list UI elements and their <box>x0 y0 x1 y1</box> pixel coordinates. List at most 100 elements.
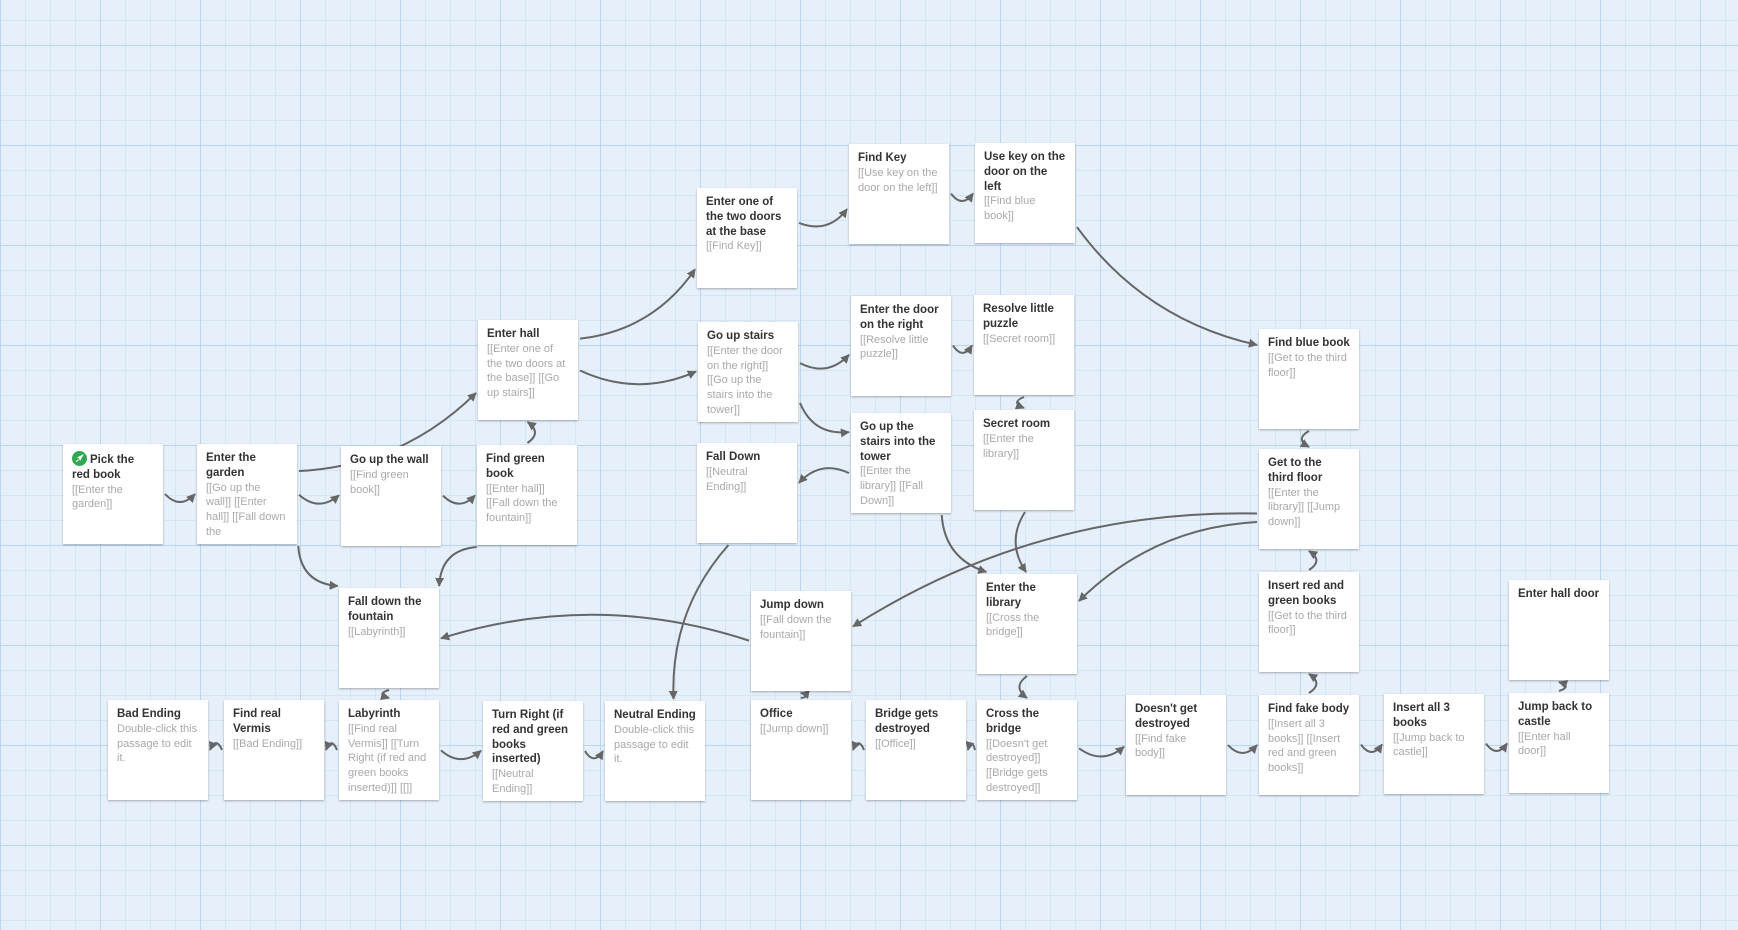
link-arrow <box>799 354 850 370</box>
passage-title: Jump down <box>760 599 824 611</box>
passage-title: Secret room <box>983 418 1051 430</box>
passage-excerpt: [[Enter the door on the right]] [[Go up … <box>707 344 783 416</box>
passage-title: Go up stairs <box>707 330 775 342</box>
passage-enter-library[interactable]: Enter the library[[Cross the bridge]] <box>977 574 1077 674</box>
passage-title: Use key on the door on the left <box>984 151 1066 193</box>
passage-excerpt: [[Secret room]] <box>983 332 1056 345</box>
passage-excerpt: [[Enter the library]] <box>983 432 1034 460</box>
passage-office[interactable]: Office[[Jump down]] <box>751 700 851 800</box>
passage-find-real-vermis[interactable]: Find real Vermis [[Bad Ending]] <box>224 700 324 800</box>
link-arrow <box>440 613 750 642</box>
link-arrow <box>298 493 340 505</box>
passage-secret-room[interactable]: Secret room [[Enter the library]] <box>974 410 1074 510</box>
passage-excerpt: [[Find real Vermis]] [[Turn Right (if re… <box>348 722 427 794</box>
passage-excerpt: [[Find green book]] <box>350 468 409 496</box>
link-arrow <box>1308 550 1319 571</box>
link-arrow <box>798 467 850 484</box>
passage-excerpt: [[Find Key]] <box>706 240 762 253</box>
passage-title: Find real Vermis <box>233 708 281 735</box>
passage-find-fake-body[interactable]: Find fake body[[Insert all 3 books]] [[I… <box>1259 695 1359 795</box>
start-rocket-icon <box>72 451 87 466</box>
passage-title: Insert red and green books <box>1268 580 1345 607</box>
passage-turn-right[interactable]: Turn Right (if red and green books inser… <box>483 701 583 801</box>
passage-jump-back-castle[interactable]: Jump back to castle[[Enter hall door]] <box>1509 693 1609 793</box>
link-arrow <box>584 750 604 761</box>
passage-title: Enter one of the two doors at the base <box>706 196 782 238</box>
passage-title: Fall Down <box>706 451 761 463</box>
passage-title: Resolve little puzzle <box>983 303 1054 330</box>
passage-go-up-stairs[interactable]: Go up stairs [[Enter the door on the righ… <box>698 322 798 422</box>
passage-enter-garden[interactable]: Enter the garden[[Go up the wall]] [[Ent… <box>197 444 297 544</box>
passage-excerpt: [[Office]] <box>875 737 916 750</box>
passage-enter-door-right[interactable]: Enter the door on the right[[Resolve lit… <box>851 296 951 396</box>
passage-use-key[interactable]: Use key on the door on the left[[Find bl… <box>975 143 1075 243</box>
passage-resolve-puzzle[interactable]: Resolve little puzzle [[Secret room]] <box>974 295 1074 395</box>
link-arrow <box>1299 430 1310 448</box>
passage-enter-one-door[interactable]: Enter one of the two doors at the base [[… <box>697 188 797 288</box>
link-arrow <box>379 689 390 701</box>
passage-title: Go up the stairs into the tower <box>860 421 936 463</box>
passage-labyrinth[interactable]: Labyrinth[[Find real Vermis]] [[Turn Rig… <box>339 700 439 800</box>
passage-get-third-floor[interactable]: Get to the third floor[[Enter the librar… <box>1259 449 1359 549</box>
link-arrow <box>579 369 697 386</box>
passage-excerpt: [[Bad Ending]] <box>233 737 303 750</box>
passage-title: Bad Ending <box>117 708 181 720</box>
passage-excerpt: [[Enter the garden]] <box>72 483 123 511</box>
passage-excerpt: [[Enter hall]] [[Fall down the fountain]… <box>486 482 558 525</box>
passage-excerpt: [[Enter hall door]] <box>1518 730 1571 758</box>
passage-fall-fountain[interactable]: Fall down the fountain[[Labyrinth]] <box>339 588 439 688</box>
passage-enter-hall-door[interactable]: Enter hall door <box>1509 580 1609 680</box>
passage-go-up-wall[interactable]: Go up the wall[[Find green book]] <box>341 446 441 546</box>
passage-doesnt-get-destroyed[interactable]: Doesn't get destroyed[[Find fake body]] <box>1126 695 1226 795</box>
link-arrow <box>440 749 482 761</box>
passage-excerpt: [[Find blue book]] <box>984 195 1036 223</box>
link-arrow <box>1308 673 1319 694</box>
passage-find-key[interactable]: Find Key[[Use key on the door on the lef… <box>849 144 949 244</box>
passage-title: Enter the door on the right <box>860 304 939 331</box>
passage-excerpt: Double-click this passage to edit it. <box>614 723 695 766</box>
link-arrow <box>324 740 338 751</box>
passage-insert-red-green[interactable]: Insert red and green books[[Get to the t… <box>1259 572 1359 672</box>
passage-cross-bridge[interactable]: Cross the bridge[[Doesn't get destroyed]… <box>977 700 1077 800</box>
link-arrow <box>1227 744 1258 755</box>
link-arrow <box>852 512 1258 628</box>
passage-excerpt: Double-click this passage to edit it. <box>117 722 198 765</box>
passage-enter-hall[interactable]: Enter hall[[Enter one of the two doors a… <box>478 320 578 420</box>
passage-excerpt: [[Fall down the fountain]] <box>760 613 832 641</box>
passage-title: Neutral Ending <box>614 709 696 721</box>
passage-find-blue-book[interactable]: Find blue book[[Get to the third floor]] <box>1259 329 1359 429</box>
passage-excerpt: [[Insert all 3 books]] [[Insert red and … <box>1268 717 1341 775</box>
passage-title: Enter hall door <box>1518 588 1600 600</box>
link-arrow <box>800 690 810 699</box>
passage-title: Turn Right (if red and green books inser… <box>492 709 569 766</box>
link-arrow <box>952 344 973 355</box>
passage-title: Bridge gets destroyed <box>875 708 939 735</box>
passage-title: Pick the red book <box>72 451 154 483</box>
passage-excerpt: [[Resolve little puzzle]] <box>860 333 929 361</box>
passage-excerpt: [[Enter the library]] [[Jump down]] <box>1268 486 1341 529</box>
link-arrow <box>668 544 730 700</box>
link-arrow <box>526 421 537 444</box>
passage-insert-all-3[interactable]: Insert all 3 books[[Jump back to castle]… <box>1384 694 1484 794</box>
passage-title: Doesn't get destroyed <box>1135 703 1198 730</box>
link-arrow <box>1485 742 1508 753</box>
passage-title: Find green book <box>486 453 545 480</box>
link-arrow <box>965 741 976 751</box>
passage-title: Find Key <box>858 152 907 164</box>
passage-excerpt: [[Find fake body]] <box>1135 732 1187 760</box>
passage-excerpt: [[Neutral Ending]] <box>706 465 748 493</box>
passage-jump-down[interactable]: Jump down [[Fall down the fountain]] <box>751 591 851 691</box>
passage-find-green-book[interactable]: Find green book[[Enter hall]] [[Fall dow… <box>477 445 577 545</box>
passage-pick-red-book[interactable]: Pick the red book[[Enter the garden]] <box>63 444 163 544</box>
passage-bridge-destroyed[interactable]: Bridge gets destroyed [[Office]] <box>866 700 966 800</box>
passage-excerpt: [[Jump back to castle]] <box>1393 731 1465 759</box>
passage-fall-down[interactable]: Fall Down [[Neutral Ending]] <box>697 443 797 543</box>
passage-go-up-tower[interactable]: Go up the stairs into the tower[[Enter t… <box>851 413 951 513</box>
link-arrow <box>1017 675 1028 699</box>
link-arrow <box>940 514 988 574</box>
link-arrow <box>1078 521 1258 602</box>
passage-excerpt: [[Go up the wall]] [[Enter hall]] [[Fall… <box>206 481 286 538</box>
